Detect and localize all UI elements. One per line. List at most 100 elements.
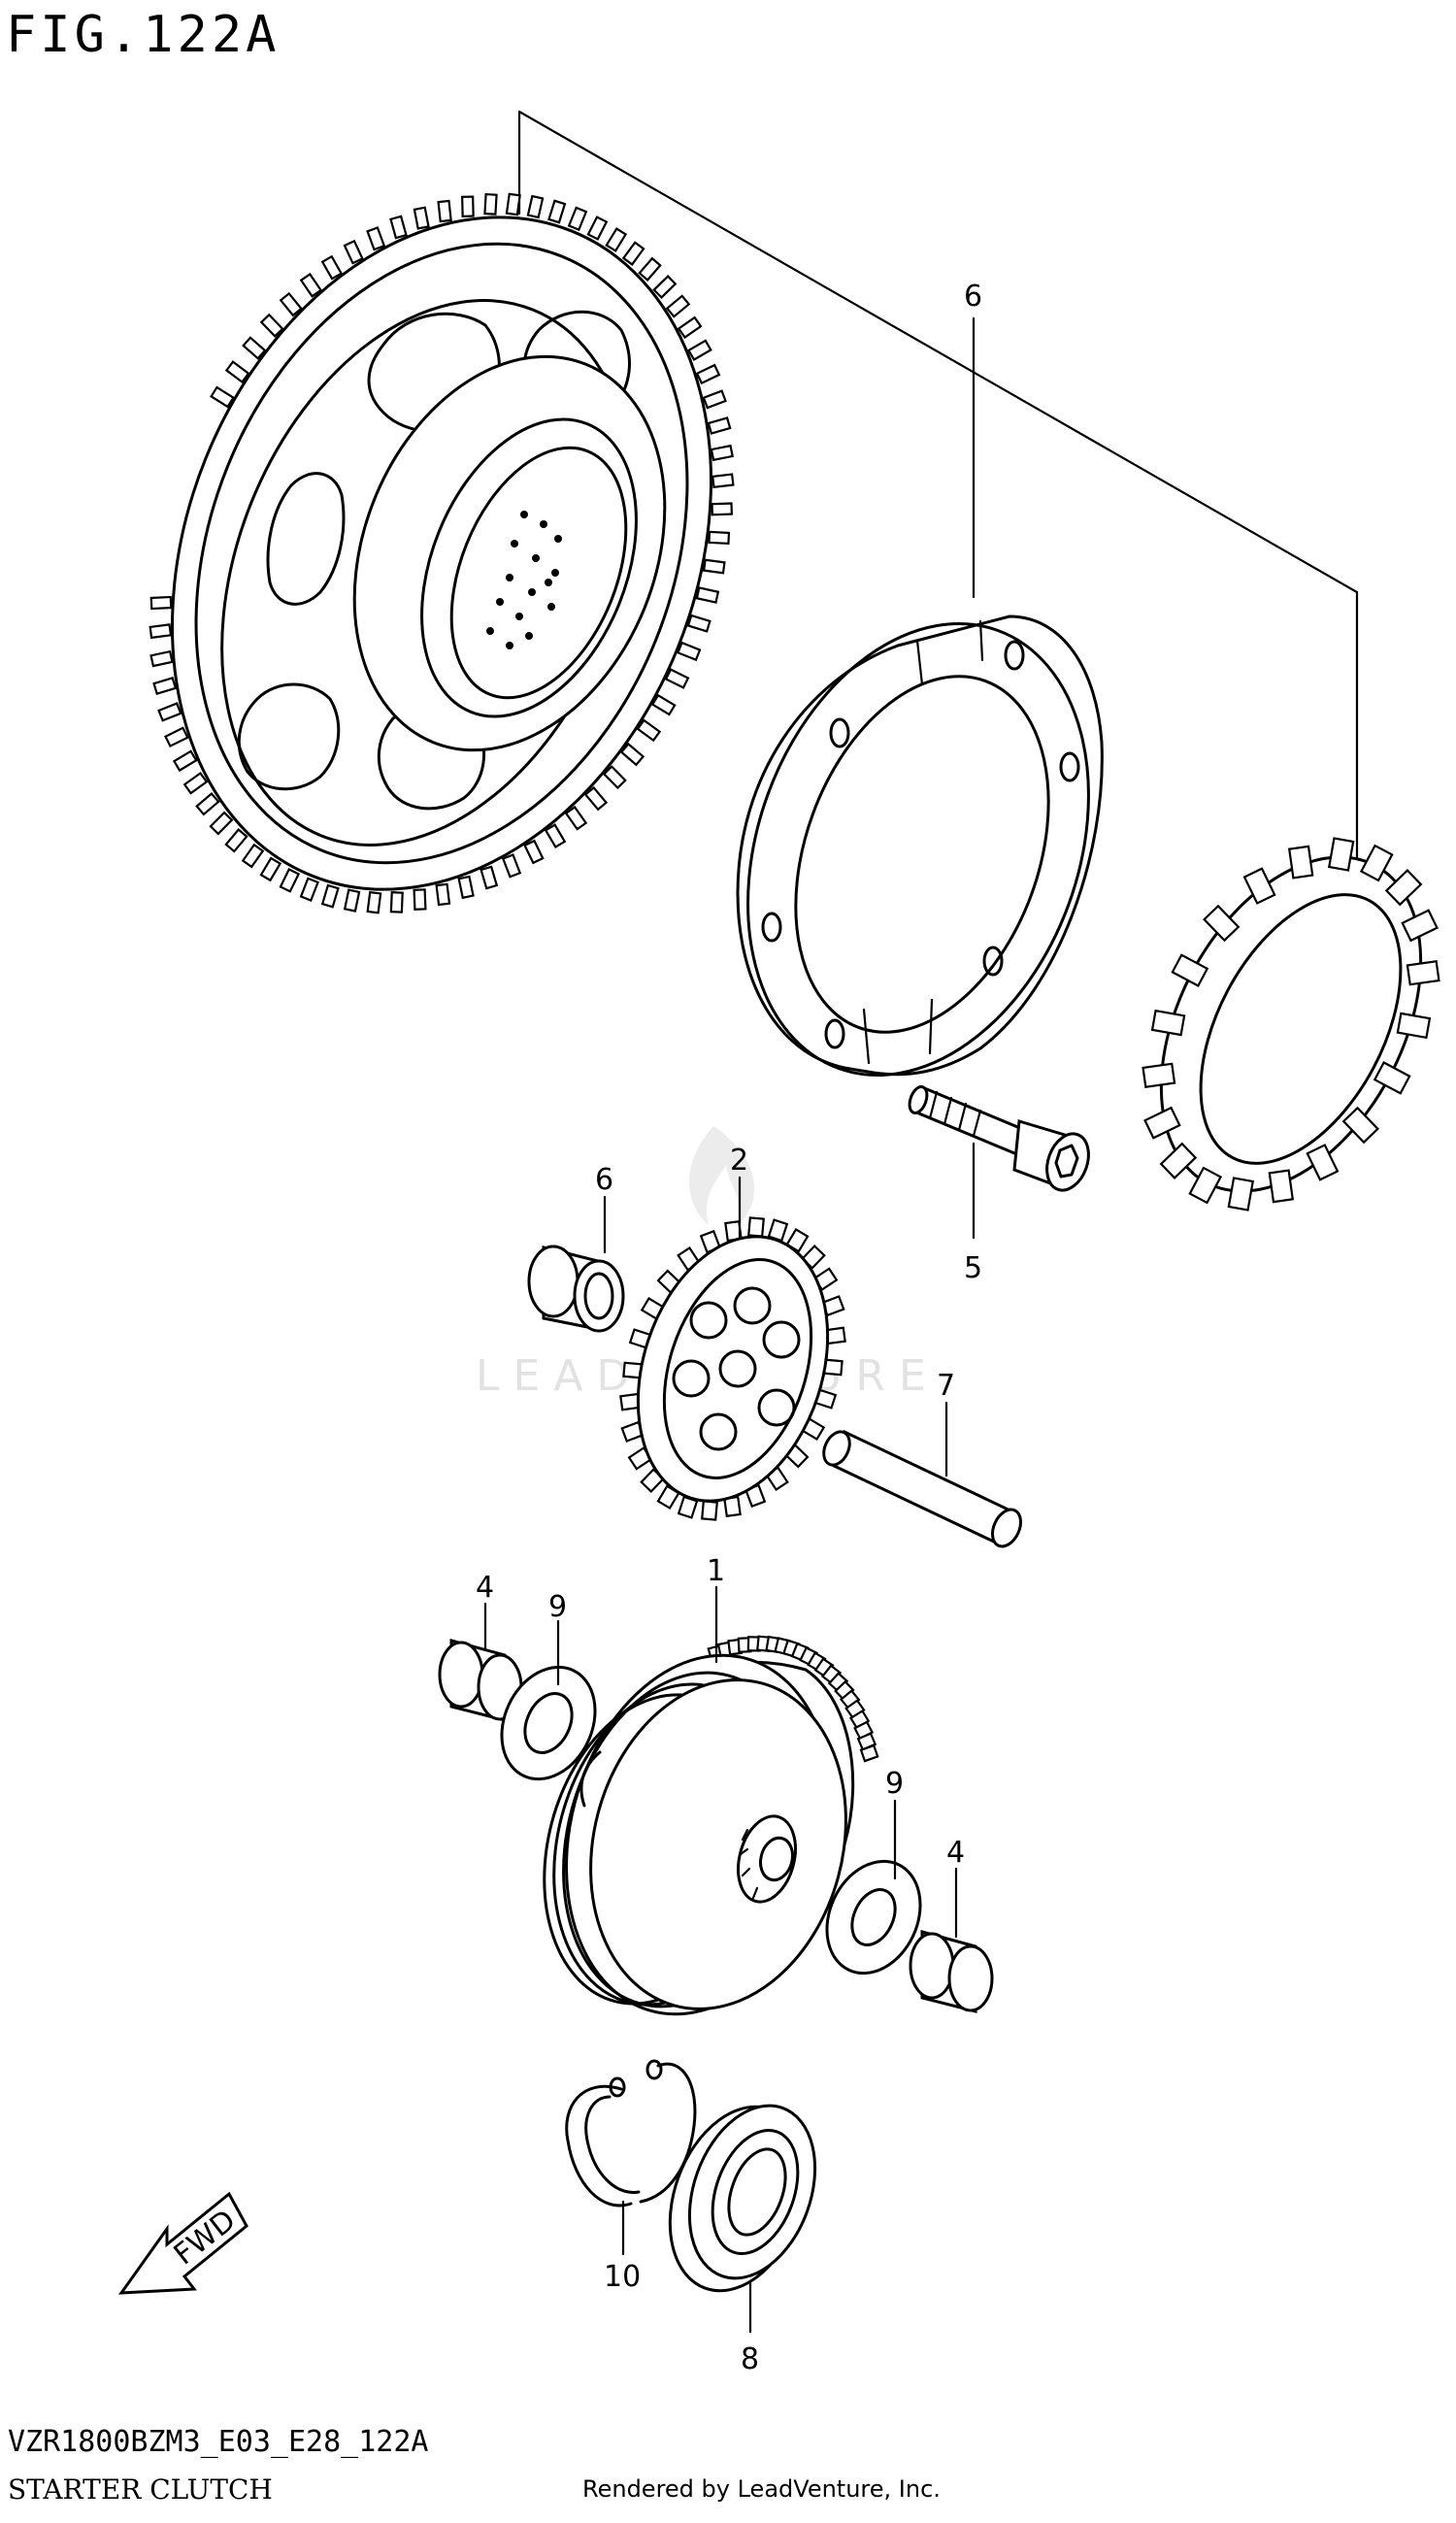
left-thrust-washer [500,1665,597,1781]
tooth [224,828,248,853]
tooth [461,195,475,217]
model-code: VZR1800BZM3_E03_E28_122A [8,2425,429,2459]
starter-driven-gear [149,192,735,914]
circlip [565,2059,697,2208]
diagram-name: STARTER CLUTCH [8,2473,273,2506]
hub-hole [511,540,518,548]
tooth [1384,869,1423,907]
tooth [583,785,609,812]
tooth [389,891,404,913]
right-bushing [909,1930,994,2013]
hub-hole [515,613,523,620]
callout-numbers: 6 5 6 2 7 4 9 1 9 4 10 8 [476,280,982,2376]
tooth [1396,1012,1432,1040]
callout-7: 7 [937,1369,955,1403]
tooth [1341,1106,1379,1145]
hub-hole [545,579,552,586]
tooth [366,226,386,251]
tooth [526,194,545,219]
tooth [586,216,609,241]
tooth [242,336,267,360]
tooth [702,389,727,410]
hub-hole [540,520,547,528]
hub-hole [496,598,504,606]
tooth [1406,959,1440,986]
callout-10: 10 [604,2260,641,2294]
tooth [711,473,735,489]
tooth [638,256,662,282]
tooth [299,877,319,902]
hub-hole [506,574,513,581]
figure-title: FIG.122A [6,6,281,64]
housing-bolt-holes [761,640,1080,1049]
hub-hole [520,511,528,518]
tooth [702,558,726,575]
tooth [1159,1142,1198,1179]
callout-9-right: 9 [885,1767,904,1801]
callout-2: 2 [730,1144,748,1178]
tooth [320,883,340,909]
tooth [1188,1166,1223,1205]
hub-hole [532,554,540,562]
tooth [665,294,691,318]
hub-holes [486,511,562,649]
callout-8: 8 [741,2342,759,2376]
tooth [677,315,703,340]
hub-hole [554,535,562,543]
tooth [366,890,382,914]
tooth [483,192,498,216]
tooth [1287,845,1314,880]
tooth [619,742,645,767]
tooth [172,749,198,773]
tooth [707,416,732,435]
callout-9-left: 9 [548,1590,567,1624]
clutch-gear-teeth [707,1635,879,1763]
tooth [413,888,427,911]
tooth [210,385,235,409]
tooth [1373,1061,1411,1095]
hub-hole [525,632,533,640]
tooth [1227,1177,1255,1212]
callout-4-right: 4 [946,1836,965,1870]
tooth [157,702,182,722]
tooth [523,839,545,865]
tooth [320,254,344,281]
tooth [1268,1169,1295,1204]
tooth [389,215,408,240]
tooth [195,791,220,816]
tooth [710,444,734,462]
hub-hole [486,627,494,635]
tooth [708,530,731,546]
tooth [1203,904,1241,943]
tooth [544,823,567,849]
tooth [686,614,711,633]
tooth [279,868,301,893]
tooth [413,206,430,230]
callout-6: 6 [595,1163,613,1197]
tooth [343,239,364,265]
tooth [636,718,662,743]
tooth [279,291,303,317]
tooth [567,206,588,232]
tooth [1171,953,1209,987]
tooth [149,595,173,611]
idle-gear-shaft [822,1429,1023,1548]
housing-bolt [908,1084,1090,1192]
hub-hole [551,569,559,577]
callout-4-left: 4 [476,1571,494,1605]
tooth [241,843,265,869]
tooth [1142,1062,1176,1089]
gear-hub [352,354,667,752]
tooth [1306,1144,1340,1181]
callout-leaders [483,316,976,2334]
tooth [711,502,734,516]
tooth [164,726,189,748]
tooth [605,227,628,252]
tooth [1242,867,1276,905]
callout-1: 1 [707,1554,725,1588]
starter-idle-gear [619,1216,846,1521]
clutch-gear-hub [737,1814,797,1904]
starter-clutch-gear [543,1635,879,2016]
tooth [701,1500,718,1521]
